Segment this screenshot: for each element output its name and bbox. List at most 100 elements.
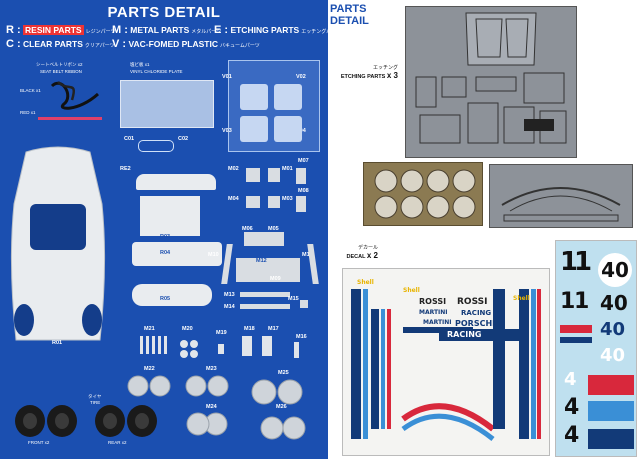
decal-dark-blue-block bbox=[588, 429, 634, 449]
label-m16: M16 bbox=[296, 334, 307, 340]
resin-r03-image bbox=[140, 196, 200, 236]
seatbelt-label-jp: シートベルトリボン x2 bbox=[36, 62, 83, 67]
label-m03: M03 bbox=[282, 196, 293, 202]
decal-number-1a: 1 bbox=[560, 247, 579, 277]
label-m02: M02 bbox=[228, 166, 239, 172]
tire-label-jp: タイヤ bbox=[88, 394, 102, 399]
label-c01: C01 bbox=[124, 136, 135, 142]
decal-number-40a: 40 bbox=[598, 253, 632, 287]
label-m06: M06 bbox=[242, 226, 253, 232]
label-v01: V01 bbox=[222, 74, 232, 80]
number-decal-sheet: 1 1 1 1 40 40 40 40 4 4 4 bbox=[555, 240, 637, 457]
metal-m13-image bbox=[240, 292, 290, 297]
panel-title: PARTS DETAIL bbox=[107, 4, 221, 21]
resin-r04-image bbox=[132, 242, 222, 266]
label-m21: M21 bbox=[144, 326, 155, 332]
label-m11: M11 bbox=[302, 252, 313, 258]
label-c02: C02 bbox=[178, 136, 189, 142]
decal-racing-2: RACING bbox=[447, 330, 482, 339]
etching-sheet-wheels bbox=[363, 162, 483, 226]
decal-number-1d: 1 bbox=[574, 289, 590, 314]
decal-number-4b: 4 bbox=[564, 395, 580, 420]
plate-label-en: VINYL CHLORIDE PLATE bbox=[130, 69, 183, 74]
window-v03-image bbox=[240, 116, 268, 142]
label-r04: R04 bbox=[160, 250, 171, 256]
label-v02: V02 bbox=[296, 74, 306, 80]
wheels-image bbox=[127, 375, 306, 440]
label-m01: M01 bbox=[282, 166, 293, 172]
metal-m15-image bbox=[300, 300, 308, 308]
martini-decal-sheet: ROSSI ROSSI MARTINI RACING MARTINI PORSC… bbox=[342, 268, 550, 456]
metal-m02-image bbox=[246, 168, 260, 182]
metal-m08-image bbox=[296, 196, 306, 212]
decal-light-blue-block bbox=[588, 401, 634, 421]
decal-shell-3: Shell bbox=[403, 287, 420, 294]
decal-red-strip bbox=[560, 325, 592, 333]
red-ribbon-label: RED x1 bbox=[20, 110, 36, 115]
decal-rossi-2: ROSSI bbox=[457, 297, 488, 307]
label-m23: M23 bbox=[206, 366, 217, 372]
plate-label-jp: 塩ビ板 x1 bbox=[130, 62, 150, 67]
rear-tire-label: REAR x2 bbox=[108, 440, 127, 445]
label-m26: M26 bbox=[276, 404, 287, 410]
front-tire-label: FRONT x2 bbox=[28, 440, 50, 445]
metal-m10-image bbox=[221, 244, 233, 284]
vinyl-plate-image bbox=[120, 80, 214, 128]
label-m04: M04 bbox=[228, 196, 239, 202]
black-ribbon-label: BLACK x1 bbox=[20, 88, 41, 93]
window-v04-image bbox=[274, 116, 302, 142]
label-m08: M08 bbox=[298, 188, 309, 194]
decal-martini-1: MARTINI bbox=[419, 309, 448, 316]
resin-body-image bbox=[10, 146, 106, 341]
label-m20: M20 bbox=[182, 326, 193, 332]
right-title: PARTS DETAIL bbox=[330, 3, 369, 27]
label-m24: M24 bbox=[206, 404, 217, 410]
decal-number-40c: 40 bbox=[600, 319, 626, 340]
label-v03: V03 bbox=[222, 128, 232, 134]
decal-number-1c: 1 bbox=[560, 289, 576, 314]
decal-racing-1: RACING bbox=[461, 309, 492, 317]
decal-martini-2: MARTINI bbox=[423, 319, 452, 326]
label-m10: M10 bbox=[208, 252, 219, 258]
metal-m03-image bbox=[268, 196, 280, 208]
resin-re2-image bbox=[136, 174, 216, 190]
tire-label-en: TIRE bbox=[90, 400, 101, 405]
metal-m12-image bbox=[236, 258, 300, 282]
label-r03: R03 bbox=[160, 234, 171, 240]
etching-sheet-grille bbox=[489, 164, 633, 228]
decal-number-1b: 1 bbox=[574, 247, 593, 277]
resin-r05-image bbox=[132, 284, 212, 306]
label-m12: M12 bbox=[256, 258, 267, 264]
red-ribbon-image bbox=[38, 117, 102, 120]
small-metal-parts-image bbox=[140, 336, 299, 358]
label-m22: M22 bbox=[144, 366, 155, 372]
label-m18: M18 bbox=[244, 326, 255, 332]
label-m05: M05 bbox=[268, 226, 279, 232]
decal-number-40b: 40 bbox=[600, 291, 628, 315]
label-re2: RE2 bbox=[120, 166, 131, 172]
seatbelt-label-en: SEAT BELT RIBBON bbox=[40, 69, 82, 74]
label-m19: M19 bbox=[216, 330, 227, 336]
metal-m01-image bbox=[268, 168, 280, 182]
metal-m04-image bbox=[246, 196, 260, 208]
decal-blue-strip bbox=[560, 337, 592, 343]
decal-rossi-1: ROSSI bbox=[419, 297, 447, 306]
metal-m07-image bbox=[296, 168, 306, 184]
decal-porsche: PORSCHE bbox=[455, 319, 498, 328]
label-m15: M15 bbox=[288, 296, 299, 302]
decal-number-4a: 4 bbox=[564, 369, 577, 390]
decal-label: デカール DECAL x 2 bbox=[346, 245, 378, 260]
clear-parts-image bbox=[138, 140, 174, 152]
decal-number-40d: 40 bbox=[600, 345, 626, 366]
metal-m11-image bbox=[307, 244, 319, 284]
etching-sheet-main bbox=[405, 6, 577, 158]
decal-red-block bbox=[588, 375, 634, 395]
label-m14: M14 bbox=[224, 304, 235, 310]
label-m07: M07 bbox=[298, 158, 309, 164]
black-ribbon-image bbox=[50, 81, 100, 110]
